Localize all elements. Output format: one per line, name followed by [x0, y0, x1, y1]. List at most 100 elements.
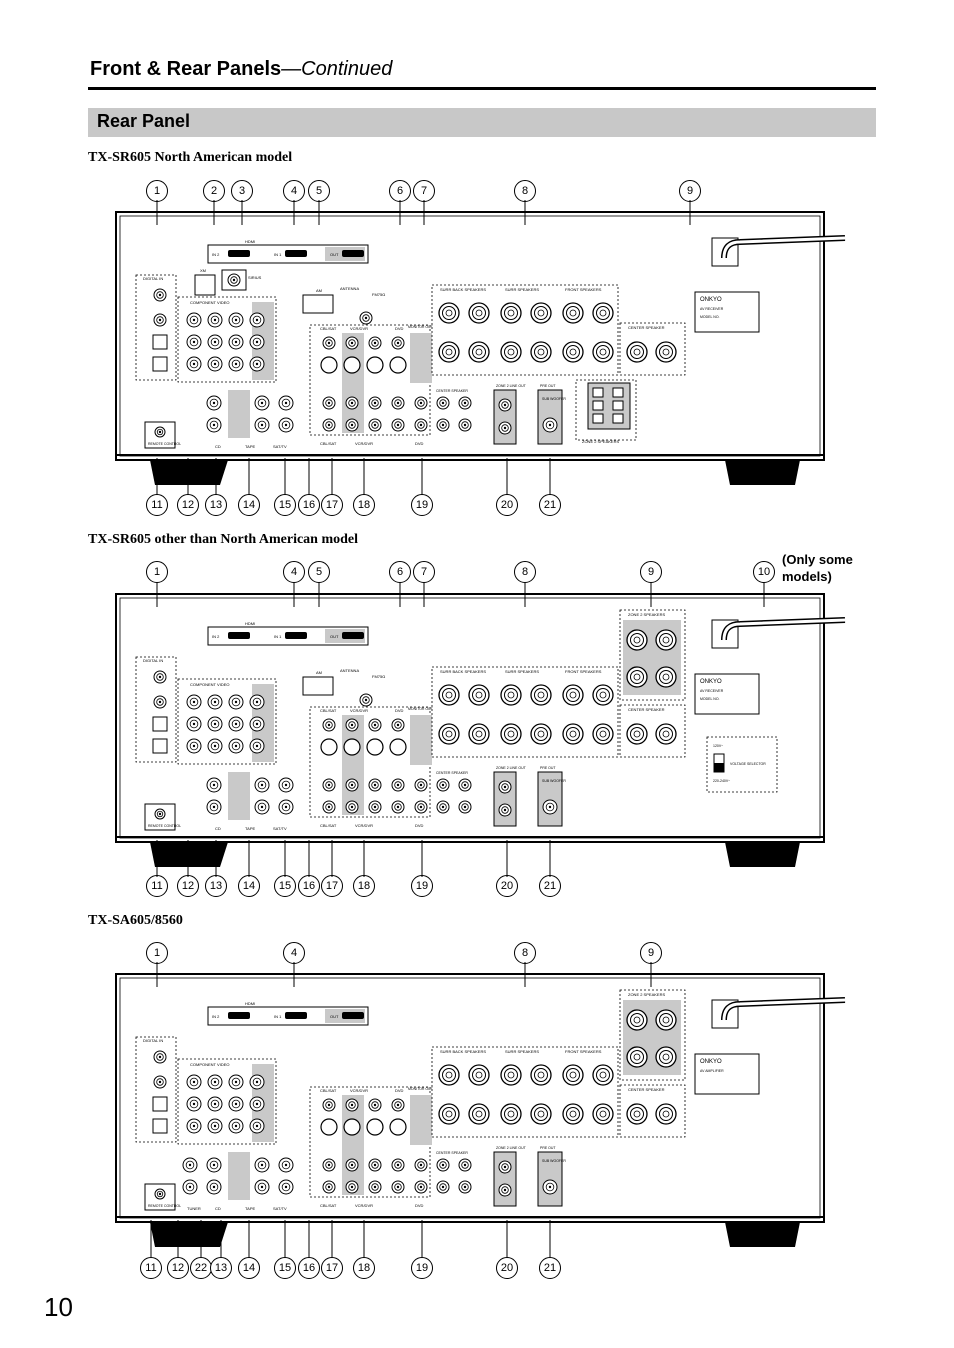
- callout-8: 8: [514, 561, 536, 583]
- monitor-shade: [410, 333, 432, 383]
- jack-ring: [545, 802, 555, 812]
- callout-9: 9: [679, 180, 701, 202]
- jack-pin: [213, 722, 217, 726]
- jack-pin: [158, 318, 162, 322]
- zone2-clip: [592, 413, 604, 424]
- jack-ring: [156, 291, 164, 299]
- panel-label: SAT/TV: [273, 1206, 287, 1211]
- foot-right: [725, 1222, 800, 1247]
- terminal-core: [599, 348, 607, 356]
- panel-label: MODEL NO.: [700, 697, 720, 701]
- jack-pin: [396, 1163, 400, 1167]
- hdmi-port: [285, 250, 307, 257]
- jack-pin: [364, 316, 368, 320]
- terminal-ring: [596, 727, 610, 741]
- jack-pin: [373, 805, 377, 809]
- jack-pin: [234, 700, 238, 704]
- jack-pin: [350, 1103, 354, 1107]
- panel-label: VCR/DVR: [350, 1088, 368, 1093]
- panel-label: MONITOR OUT: [408, 325, 434, 329]
- jack-pin: [192, 1102, 196, 1106]
- center-speaker-group: [619, 322, 686, 376]
- tape-out-shade: [228, 772, 250, 820]
- jack-ring: [501, 424, 509, 432]
- terminal-ring: [472, 306, 486, 320]
- callout-8: 8: [514, 942, 536, 964]
- callout-7: 7: [413, 561, 435, 583]
- terminal-core: [633, 730, 641, 738]
- speaker-terminal: [655, 1103, 677, 1125]
- jack-pin: [260, 805, 264, 809]
- jack-ring: [394, 399, 402, 407]
- terminal-core: [537, 1071, 545, 1079]
- speaker-terminal: [438, 1064, 460, 1086]
- panel-label: HDMI: [245, 1001, 255, 1006]
- panel-label: FRONT SPEAKERS: [565, 287, 602, 292]
- pre-out-box: [537, 1151, 563, 1207]
- callout-14: 14: [238, 1257, 260, 1279]
- jack-pin: [212, 805, 216, 809]
- terminal-core: [662, 673, 670, 681]
- jack-pin: [350, 401, 354, 405]
- callout-16: 16: [298, 1257, 320, 1279]
- panel-label: CENTER SPEAKER: [436, 771, 468, 775]
- jack-ring: [257, 398, 267, 408]
- jack-pin: [284, 423, 288, 427]
- callout-1: 1: [146, 942, 168, 964]
- section-bar: [88, 108, 876, 137]
- jack-pin: [503, 1188, 507, 1192]
- jack-ring: [257, 1160, 267, 1170]
- zone2-speaker-group: [619, 609, 686, 701]
- jack-ring: [417, 781, 425, 789]
- jack-ring: [257, 802, 267, 812]
- panel-label: MONITOR OUT: [408, 1087, 434, 1091]
- callout-18: 18: [353, 494, 375, 516]
- panel-label: AM: [316, 288, 322, 293]
- jack-ring: [325, 339, 333, 347]
- terminal-ring: [596, 1107, 610, 1121]
- terminal-core: [507, 309, 515, 317]
- jack-ring: [231, 337, 241, 347]
- jack-ring: [252, 1099, 262, 1109]
- model-heading-1: TX-SR605 North American model: [88, 150, 293, 165]
- jack-ring: [209, 1160, 219, 1170]
- jack-pin: [373, 401, 377, 405]
- jack-ring: [209, 802, 219, 812]
- speaker-terminal: [655, 723, 677, 745]
- hdmi-port: [228, 250, 250, 257]
- terminal-ring: [596, 1068, 610, 1082]
- terminal-ring: [534, 1068, 548, 1082]
- jack-pin: [327, 401, 331, 405]
- jack-ring: [545, 1182, 555, 1192]
- jack-ring: [348, 721, 356, 729]
- speaker-terminal: [500, 341, 522, 363]
- terminal-ring: [566, 1107, 580, 1121]
- jack-pin: [350, 805, 354, 809]
- jack-ring: [439, 803, 447, 811]
- jack-ring: [325, 781, 333, 789]
- jack-ring: [501, 1163, 509, 1171]
- hdmi-port: [228, 1012, 250, 1019]
- jack-pin: [188, 1185, 192, 1189]
- callout-15: 15: [274, 1257, 296, 1279]
- jack-ring: [156, 428, 164, 436]
- jack-ring: [371, 1161, 379, 1169]
- jack-ring: [210, 719, 220, 729]
- hdmi-port: [342, 250, 364, 257]
- jack-ring: [156, 1190, 164, 1198]
- s-video-port: [320, 356, 338, 374]
- panel-label: VCR/DVR: [355, 823, 373, 828]
- jack-pin: [255, 744, 259, 748]
- jack-ring: [394, 339, 402, 347]
- panel-label: SAT/TV: [273, 444, 287, 449]
- jack-pin: [213, 340, 217, 344]
- jack-ring: [210, 1077, 220, 1087]
- callout-5: 5: [308, 180, 330, 202]
- callout-6: 6: [389, 561, 411, 583]
- terminal-ring: [442, 306, 456, 320]
- speaker-terminal: [530, 723, 552, 745]
- panel-label: FRONT SPEAKERS: [565, 669, 602, 674]
- terminal-ring: [472, 1068, 486, 1082]
- panel-label: AV AMPLIFIER: [700, 1069, 724, 1073]
- terminal-ring: [442, 345, 456, 359]
